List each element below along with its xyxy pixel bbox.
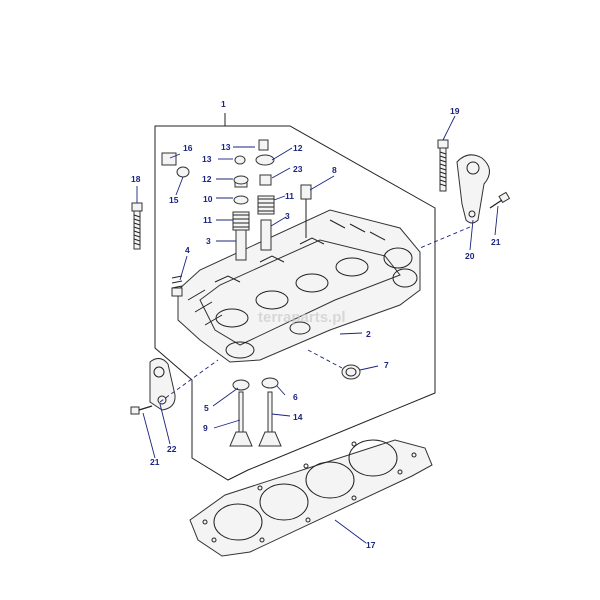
valve-train-right (255, 139, 275, 251)
lifting-bracket-22 (149, 358, 176, 411)
callout-6: 6 (293, 392, 298, 402)
spring-seat (233, 175, 249, 185)
gasket-holes (202, 441, 417, 543)
callout-21-left: 21 (150, 457, 160, 467)
callout-5: 5 (204, 403, 209, 413)
callout-labels: 1 2 3 3 4 5 6 7 8 9 10 11 11 12 12 13 13… (131, 99, 501, 550)
valve-9 (229, 391, 253, 447)
seal-7 (341, 364, 361, 380)
spring-seat-left (233, 195, 249, 205)
valve-cap-right (259, 174, 272, 186)
head-ribs (187, 219, 386, 326)
plug-assembly (161, 152, 190, 178)
callout-11-right: 11 (285, 191, 294, 201)
valve-train-left (232, 155, 250, 261)
callout-12-left: 12 (202, 174, 212, 184)
collet-right (255, 154, 275, 166)
callout-8: 8 (332, 165, 337, 175)
spring-plug (171, 275, 183, 297)
washer-15 (176, 166, 190, 178)
callout-2: 2 (366, 329, 371, 339)
bolt-18 (131, 202, 143, 250)
callout-15: 15 (169, 195, 179, 205)
callout-10: 10 (203, 194, 213, 204)
valve-spring-left (232, 211, 250, 231)
assembly-outline (154, 113, 436, 481)
valve-14 (258, 391, 282, 447)
callout-3-right: 3 (285, 211, 290, 221)
callout-16: 16 (183, 143, 193, 153)
retainer-left (234, 155, 246, 165)
callout-9: 9 (203, 423, 208, 433)
valve-seal-6 (261, 377, 279, 389)
callout-21-right: 21 (491, 237, 501, 247)
valve-guide-left (235, 229, 247, 261)
watermark-text: terraparts.pl (258, 309, 346, 326)
callout-11-left: 11 (203, 215, 212, 225)
callout-23: 23 (293, 164, 303, 174)
callout-13-top: 13 (221, 142, 231, 152)
camshaft-journals (215, 247, 418, 359)
callout-7: 7 (384, 360, 389, 370)
callout-4: 4 (185, 245, 190, 255)
callout-22: 22 (167, 444, 177, 454)
bolt-19 (437, 139, 449, 192)
callout-18: 18 (131, 174, 141, 184)
callout-17: 17 (366, 540, 376, 550)
callout-19: 19 (450, 106, 460, 116)
callout-1: 1 (221, 99, 226, 109)
retainer-right (258, 139, 269, 151)
cylinder-head (177, 209, 421, 363)
callout-3-left: 3 (206, 236, 211, 246)
callout-14: 14 (293, 412, 303, 422)
callout-12-right: 12 (293, 143, 303, 153)
lifting-bracket-20 (456, 154, 490, 224)
valve-guide-right (260, 219, 272, 251)
plug-16 (161, 152, 177, 166)
valve-seal-5 (232, 379, 250, 391)
leader-lines (136, 115, 499, 544)
head-gasket (189, 439, 433, 557)
injector (300, 184, 312, 238)
callout-20: 20 (465, 251, 475, 261)
bolt-21-left (130, 405, 153, 415)
bolt-21-right (489, 191, 511, 209)
callout-13-left: 13 (202, 154, 212, 164)
valve-spring-right (257, 195, 275, 215)
